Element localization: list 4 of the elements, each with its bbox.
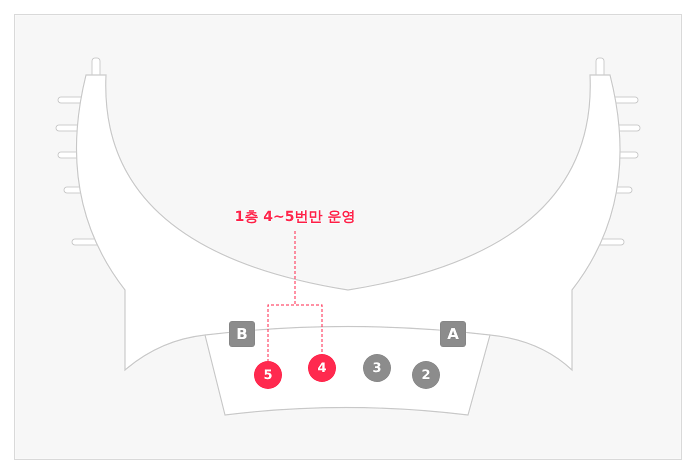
operation-note: 1층 4~5번만 운영 — [225, 206, 365, 228]
zone-marker: B — [229, 321, 255, 347]
zone-marker: A — [440, 321, 466, 347]
leader-line — [294, 230, 322, 354]
